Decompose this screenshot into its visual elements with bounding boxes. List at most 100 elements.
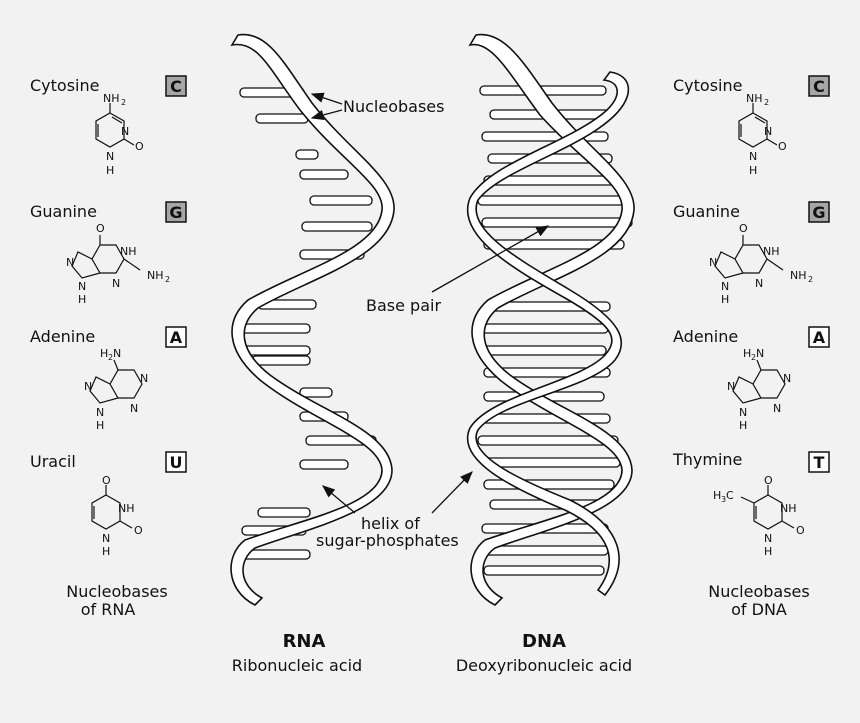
svg-text:N: N (121, 125, 129, 138)
helix-callout: helix of sugar-phosphates (316, 471, 473, 550)
dna-base-pair-rung-14 (481, 413, 611, 424)
svg-text:N: N (709, 256, 717, 269)
svg-text:NH: NH (763, 245, 780, 258)
base-letter: C (813, 77, 825, 96)
rna-caption-line1: Nucleobases (66, 582, 167, 601)
rna-base-rung-5 (309, 195, 373, 206)
base-name: Cytosine (30, 76, 99, 95)
base-letter-badge (808, 75, 830, 97)
svg-text:N: N (739, 406, 747, 419)
svg-text:H: H (713, 489, 721, 502)
svg-text:N: N (102, 532, 110, 545)
svg-text:N: N (78, 280, 86, 293)
svg-text:2: 2 (808, 275, 813, 284)
dna-helix (466, 33, 635, 606)
svg-text:H: H (739, 419, 747, 432)
rna-base-rung-11 (251, 355, 311, 366)
rna-base-rung-4 (299, 169, 349, 180)
rna-sugar-phosphate-backbone (230, 33, 395, 606)
base-letter-badge (165, 451, 187, 473)
helix-callout-line1: helix of (361, 514, 420, 533)
svg-text:O: O (134, 524, 143, 537)
base-letter-badge (808, 326, 830, 348)
svg-text:H: H (102, 545, 110, 558)
svg-text:N: N (140, 372, 148, 385)
svg-text:H: H (106, 164, 114, 177)
base-letter-badge (808, 451, 830, 473)
dna-base-pair-rung-10 (477, 323, 609, 334)
rna-base-rung-6 (301, 221, 373, 232)
svg-text:2: 2 (108, 353, 113, 362)
helix-callout-line2: sugar-phosphates (316, 531, 459, 550)
svg-text:NH: NH (103, 92, 120, 105)
dna-base-pair-rung-11 (477, 345, 607, 356)
svg-text:O: O (135, 140, 144, 153)
base-letter-badge (165, 326, 187, 348)
svg-text:O: O (778, 140, 787, 153)
base-letter: G (169, 203, 182, 222)
svg-text:N: N (727, 380, 735, 393)
svg-text:H: H (96, 419, 104, 432)
rna-base-rung-2 (255, 113, 309, 124)
rna-caption-line2: of RNA (81, 600, 136, 619)
base-letter: A (813, 328, 826, 347)
base-name: Uracil (30, 452, 76, 471)
svg-text:N: N (112, 277, 120, 290)
dna-base-pair-rung-21 (483, 565, 605, 576)
rna-base-rung-12 (299, 387, 333, 398)
rna-helix (230, 33, 395, 606)
dna-base-pair-rung-17 (483, 479, 615, 490)
base-letter: T (814, 453, 825, 472)
svg-text:N: N (66, 256, 74, 269)
dna-subtitle: Deoxyribonucleic acid (456, 656, 632, 675)
rna-title: RNA (283, 631, 326, 652)
base-name: Guanine (30, 202, 97, 221)
dna-base-pair-rung-7 (481, 217, 633, 228)
base-pair-callout-label: Base pair (366, 296, 441, 315)
nucleobases-callout-label: Nucleobases (343, 97, 444, 116)
base-letter: A (170, 328, 183, 347)
base-letter: C (170, 77, 182, 96)
svg-text:N: N (721, 280, 729, 293)
svg-text:NH: NH (746, 92, 763, 105)
base-name: Thymine (672, 450, 742, 469)
rna-base-rung-15 (299, 459, 349, 470)
svg-text:3: 3 (721, 495, 726, 504)
base-pair-callout: Base pair (366, 225, 550, 315)
uracil-structure: O NH O N H (91, 474, 143, 558)
svg-text:N: N (764, 125, 772, 138)
svg-text:H: H (743, 347, 751, 360)
base-name: Cytosine (673, 76, 742, 95)
nucleobases-callout: Nucleobases (310, 92, 444, 121)
rna-base-uracil: Uracil U O NH O N H (30, 451, 187, 558)
svg-text:O: O (96, 222, 105, 235)
svg-text:O: O (764, 474, 773, 487)
svg-text:NH: NH (790, 269, 807, 282)
svg-text:H: H (100, 347, 108, 360)
svg-text:N: N (113, 347, 121, 360)
svg-text:N: N (756, 347, 764, 360)
rna-base-rung-16 (257, 507, 311, 518)
svg-text:N: N (773, 402, 781, 415)
dna-base-pair-rung-15 (477, 435, 619, 446)
base-name: Adenine (673, 327, 738, 346)
base-letter-badge (165, 201, 187, 223)
svg-text:N: N (96, 406, 104, 419)
svg-text:N: N (764, 532, 772, 545)
dna-title: DNA (522, 631, 566, 652)
svg-text:N: N (783, 372, 791, 385)
svg-text:O: O (796, 524, 805, 537)
svg-text:NH: NH (118, 502, 135, 515)
